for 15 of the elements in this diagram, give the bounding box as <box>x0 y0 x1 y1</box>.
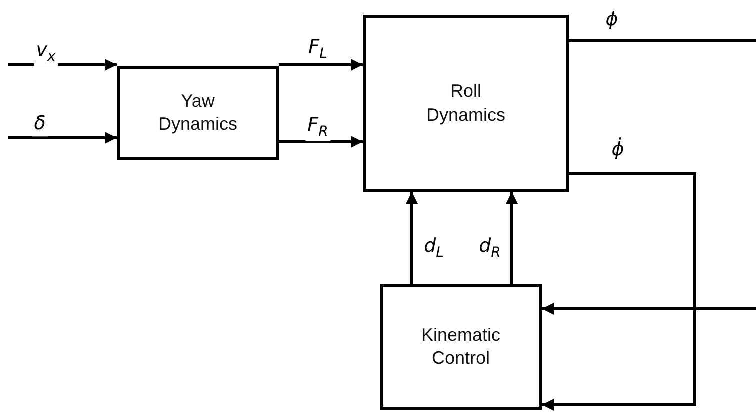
block-label: Kinematic Control <box>420 324 502 370</box>
arrow <box>279 59 363 71</box>
signal-label: ϕ̇ <box>610 138 626 162</box>
arrow <box>542 172 696 411</box>
block-box <box>380 284 542 410</box>
arrow <box>542 303 756 315</box>
signal-line <box>569 40 756 42</box>
block-box <box>363 15 569 192</box>
block-label: Roll Dynamics <box>425 80 506 127</box>
arrow <box>506 192 518 284</box>
arrow <box>279 136 363 148</box>
block-box <box>117 66 279 160</box>
block-label: Yaw Dynamics <box>157 90 238 136</box>
arrow <box>8 132 117 144</box>
arrow <box>406 192 418 284</box>
